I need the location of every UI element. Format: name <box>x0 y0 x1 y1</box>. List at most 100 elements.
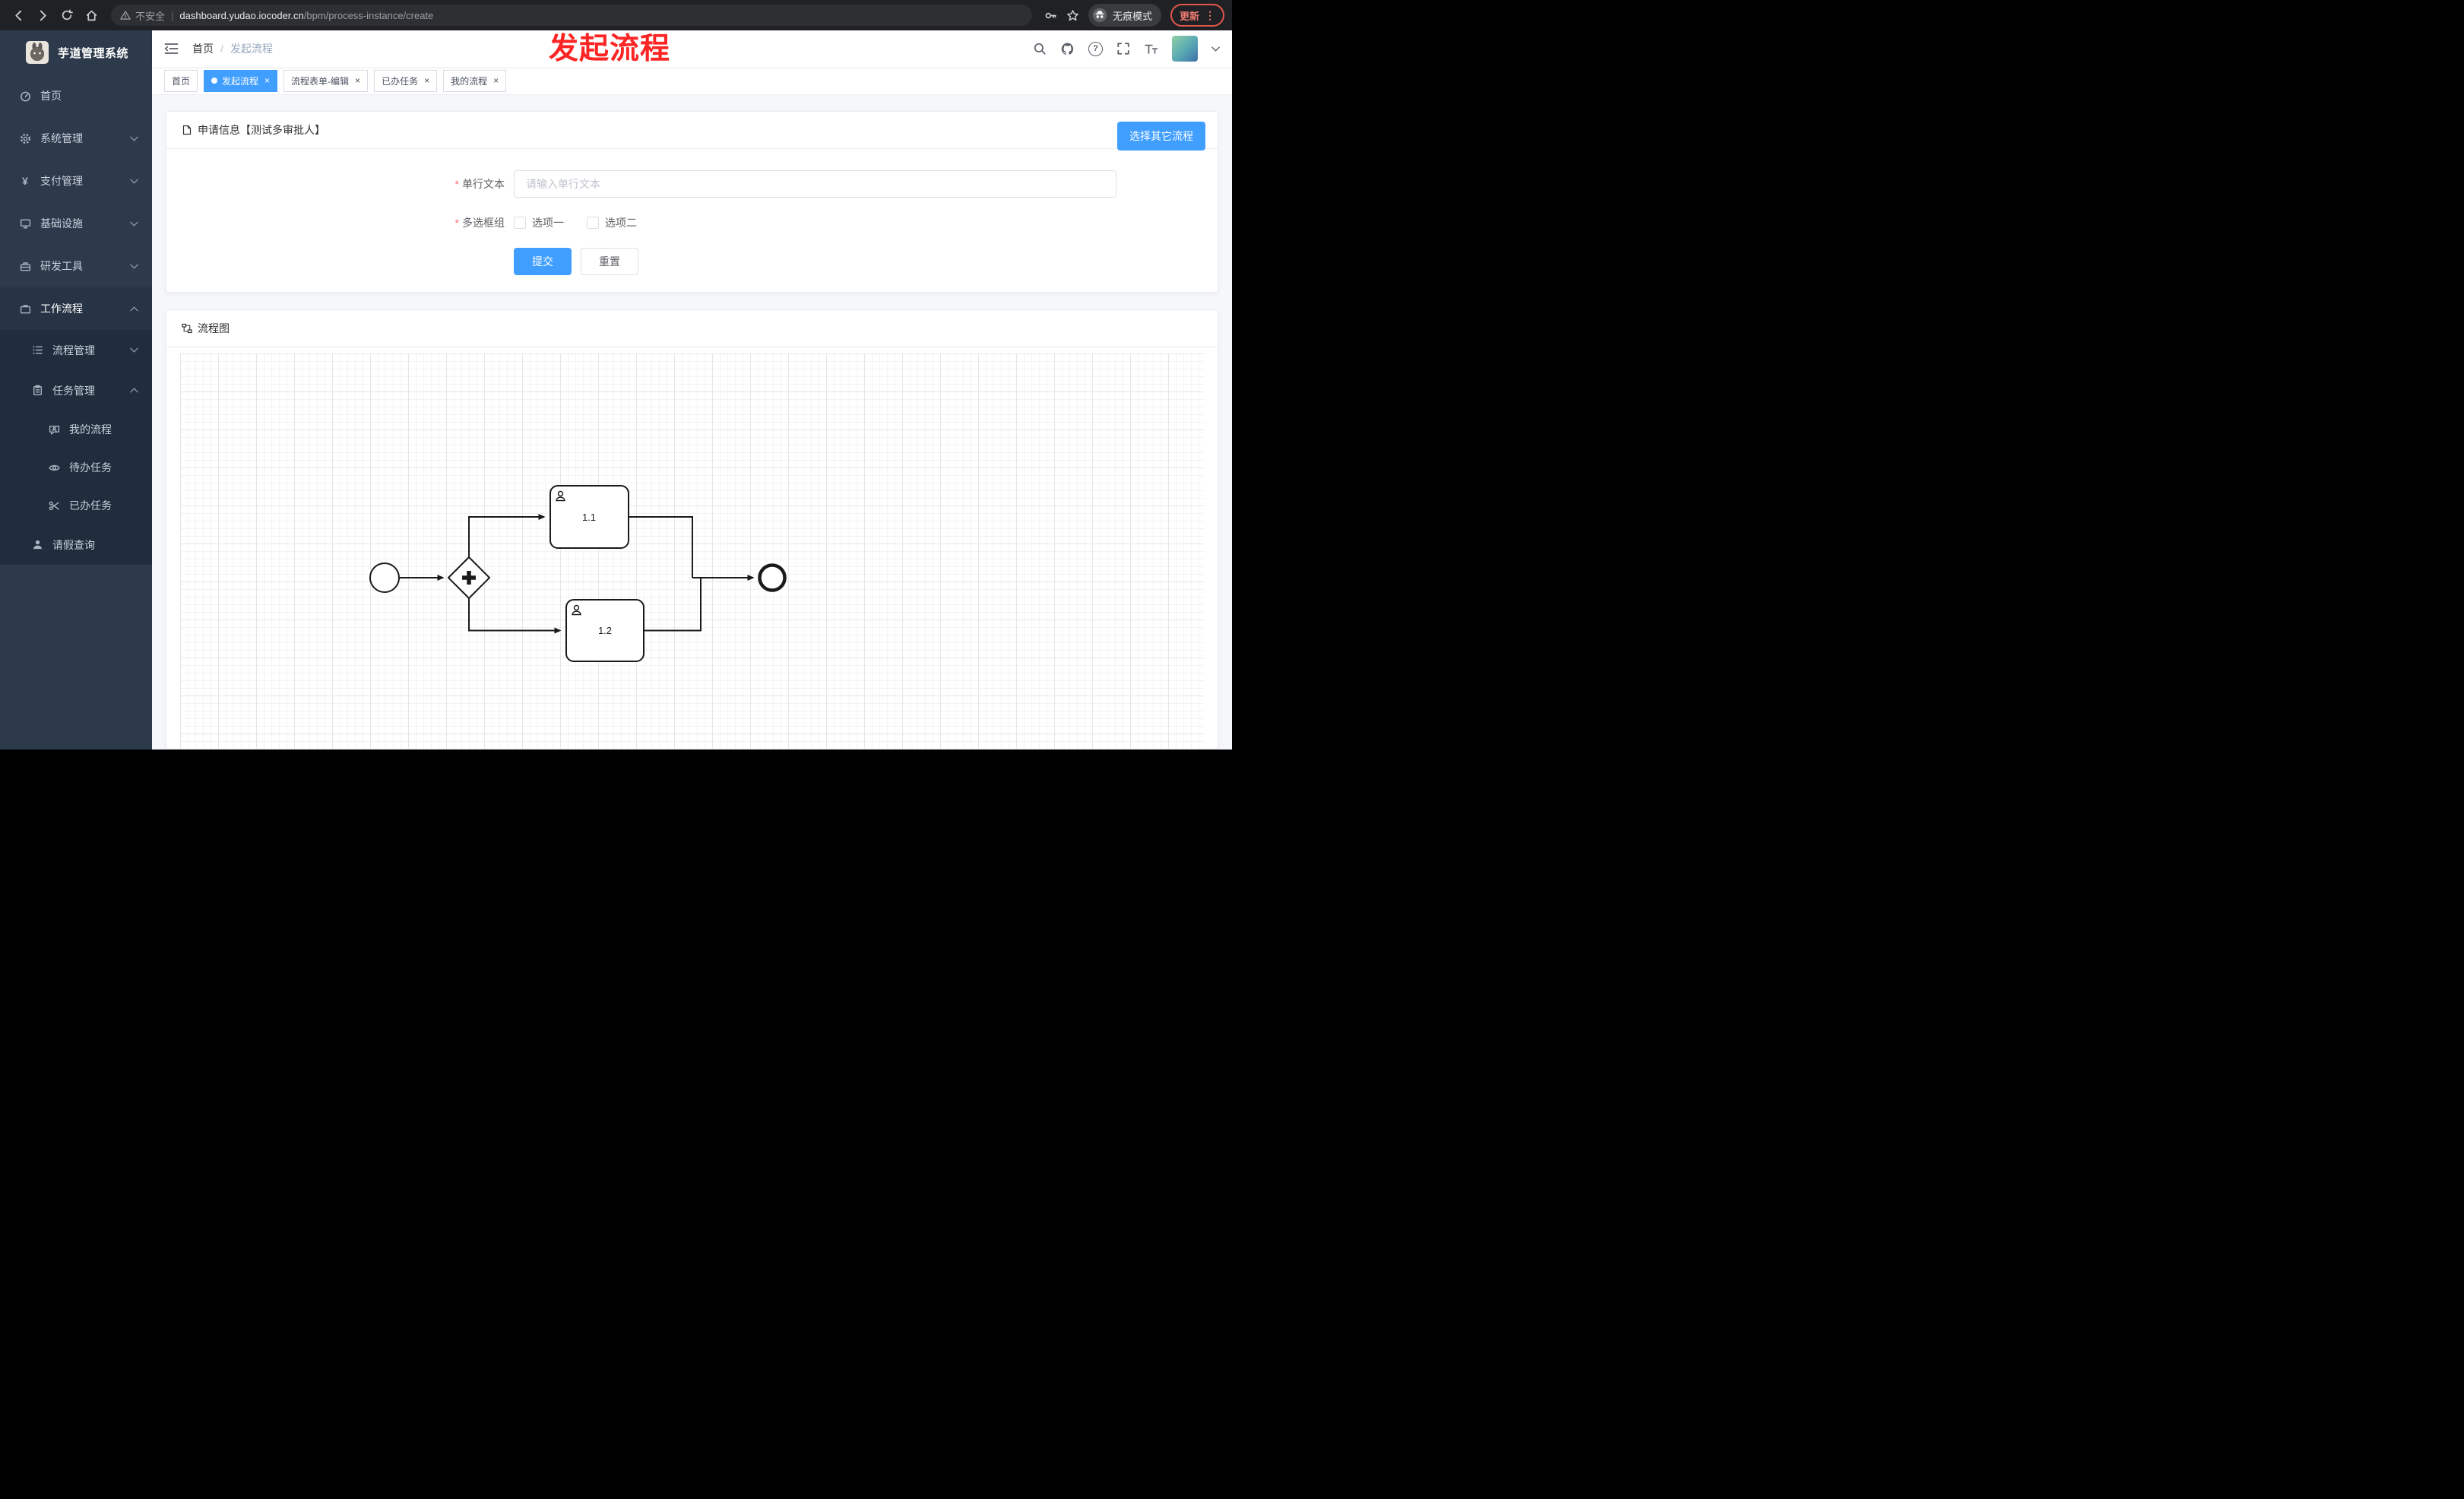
sidebar-item-label: 待办任务 <box>69 461 112 474</box>
search-icon[interactable] <box>1033 42 1047 55</box>
avatar[interactable] <box>1172 36 1198 62</box>
tab-home[interactable]: 首页 <box>164 69 198 92</box>
gear-icon <box>18 133 32 144</box>
tab-my-processes[interactable]: 我的流程 × <box>443 69 507 92</box>
url-host: dashboard.yudao.iocoder.cn <box>179 9 304 21</box>
sequence-flows <box>399 514 755 634</box>
process-form: *单行文本 *多选框组 <box>166 149 1218 292</box>
select-other-process-button[interactable]: 选择其它流程 <box>1117 122 1205 151</box>
bookmark-star-icon[interactable] <box>1066 9 1079 22</box>
home-icon[interactable] <box>81 5 102 26</box>
github-icon[interactable] <box>1060 42 1075 56</box>
sidebar-item-my-processes[interactable]: 我的流程 <box>0 410 152 448</box>
user-task-1[interactable]: 1.1 <box>549 485 629 549</box>
tab-close-icon[interactable]: × <box>424 75 430 86</box>
caret-down-icon[interactable] <box>1211 46 1220 52</box>
sidebar-item-process-management[interactable]: 流程管理 <box>0 330 152 370</box>
briefcase-icon <box>18 303 32 315</box>
key-icon[interactable] <box>1044 9 1057 22</box>
sidebar-item-infrastructure[interactable]: 基础设施 <box>0 202 152 245</box>
checkbox-label: 选项二 <box>605 217 637 229</box>
task-label: 1.2 <box>598 625 612 636</box>
tab-close-icon[interactable]: × <box>493 75 499 86</box>
checkbox-label: 选项一 <box>532 217 564 229</box>
sidebar-item-task-management[interactable]: 任务管理 <box>0 370 152 410</box>
security-label: 不安全 <box>135 10 166 22</box>
dashboard-icon <box>18 90 32 102</box>
breadcrumb: 首页 / 发起流程 <box>192 41 273 56</box>
warning-icon <box>120 10 131 21</box>
sidebar-item-done-tasks[interactable]: 已办任务 <box>0 486 152 524</box>
form-row-text: *单行文本 <box>413 170 1116 198</box>
tab-start-process[interactable]: 发起流程 × <box>204 69 278 92</box>
checkbox-icon[interactable] <box>514 217 526 229</box>
sidebar-item-leave-query[interactable]: 请假查询 <box>0 524 152 565</box>
bpmn-canvas[interactable]: 1.1 1.2 <box>180 353 1204 749</box>
user-task-icon <box>572 604 581 616</box>
clipboard-icon <box>30 385 44 396</box>
security-indicator[interactable]: 不安全 <box>120 8 165 23</box>
tab-close-icon[interactable]: × <box>264 75 271 86</box>
end-event[interactable] <box>758 563 787 592</box>
sidebar-item-label: 任务管理 <box>52 384 95 397</box>
single-line-text-input[interactable] <box>514 170 1116 198</box>
parallel-gateway[interactable] <box>448 556 490 599</box>
monitor-icon <box>18 218 32 230</box>
sidebar-item-label: 工作流程 <box>40 303 83 315</box>
sidebar-item-dev-tools[interactable]: 研发工具 <box>0 245 152 287</box>
tab-form-edit[interactable]: 流程表单-编辑 × <box>283 69 369 92</box>
application-info-card: 申请信息【测试多审批人】 选择其它流程 *单行文本 <box>166 111 1218 293</box>
form-row-checkbox: *多选框组 选项一 选项二 <box>413 215 1116 230</box>
user-task-icon <box>556 490 565 502</box>
back-icon[interactable] <box>8 5 29 26</box>
font-size-icon[interactable] <box>1144 43 1158 55</box>
reset-button[interactable]: 重置 <box>581 248 638 275</box>
scissors-icon <box>47 500 61 512</box>
task-label: 1.1 <box>582 512 596 523</box>
sidebar-item-home[interactable]: 首页 <box>0 74 152 117</box>
breadcrumb-separator: / <box>220 43 223 55</box>
sidebar-item-workflow[interactable]: 工作流程 <box>0 287 152 330</box>
sidebar-item-todo-tasks[interactable]: 待办任务 <box>0 448 152 486</box>
flow-gateway-to-task2[interactable] <box>468 598 562 634</box>
address-bar[interactable]: 不安全 | dashboard.yudao.iocoder.cn/bpm/pro… <box>111 5 1032 26</box>
sidebar-item-label: 研发工具 <box>40 260 83 272</box>
tab-done-tasks[interactable]: 已办任务 × <box>374 69 438 92</box>
help-icon[interactable]: ? <box>1088 41 1103 56</box>
user-task-2[interactable]: 1.2 <box>565 599 645 662</box>
tab-label: 发起流程 <box>222 75 259 87</box>
update-button[interactable]: 更新 ⋮ <box>1170 4 1224 27</box>
logo-row[interactable]: 芋道管理系统 <box>0 30 152 74</box>
checkbox-option-2[interactable]: 选项二 <box>587 215 637 230</box>
breadcrumb-home[interactable]: 首页 <box>192 43 214 55</box>
checkbox-option-1[interactable]: 选项一 <box>514 215 564 230</box>
checkbox-group: 选项一 选项二 <box>514 215 637 230</box>
card-header: 流程图 <box>166 310 1218 347</box>
document-icon <box>182 125 192 135</box>
url-path: /bpm/process-instance/create <box>303 9 434 21</box>
sidebar-item-label: 请假查询 <box>52 538 95 551</box>
checkbox-icon[interactable] <box>587 217 599 229</box>
flow-gateway-to-task1[interactable] <box>468 514 546 557</box>
chevron-down-icon <box>130 179 138 184</box>
flow-task1-to-merge[interactable] <box>629 516 693 578</box>
sidebar-item-system[interactable]: 系统管理 <box>0 117 152 160</box>
browser-chrome: 不安全 | dashboard.yudao.iocoder.cn/bpm/pro… <box>0 0 1232 30</box>
sidebar-item-payment[interactable]: ¥ 支付管理 <box>0 160 152 202</box>
chat-user-icon <box>47 424 61 436</box>
start-event[interactable] <box>369 563 400 593</box>
yen-icon: ¥ <box>22 175 28 187</box>
reload-icon[interactable] <box>56 5 78 26</box>
flow-task2-to-merge[interactable] <box>644 578 702 632</box>
tab-label: 已办任务 <box>382 75 419 87</box>
flow-diagram-icon <box>182 323 192 334</box>
tab-close-icon[interactable]: × <box>355 75 361 86</box>
fullscreen-icon[interactable] <box>1116 42 1130 55</box>
forward-icon[interactable] <box>32 5 53 26</box>
sidebar-item-label: 流程管理 <box>52 344 95 357</box>
browser-menu-icon[interactable]: ⋮ <box>1205 8 1215 21</box>
form-actions: 提交 重置 <box>514 248 1116 275</box>
submit-button[interactable]: 提交 <box>514 248 572 275</box>
collapse-sidebar-icon[interactable] <box>164 43 179 55</box>
incognito-icon <box>1092 8 1107 23</box>
